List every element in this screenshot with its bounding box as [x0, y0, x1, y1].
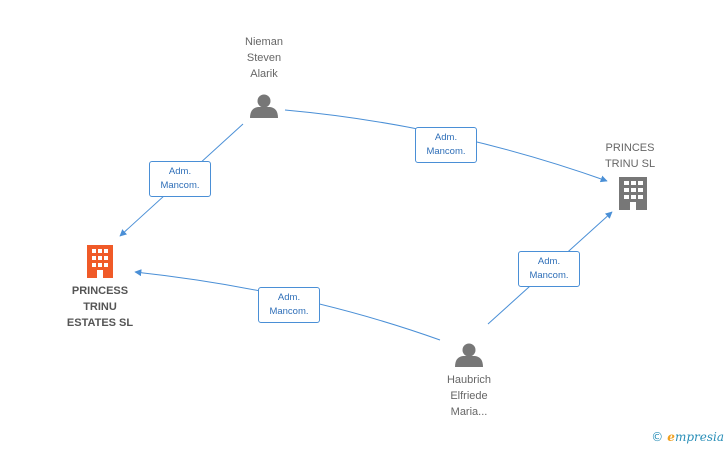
copyright-symbol: ©	[651, 430, 664, 444]
node-label-haubrich[interactable]: Haubrich Elfriede Maria...	[446, 374, 492, 418]
edge-label: Adm. Mancom.	[258, 287, 320, 323]
person-icon	[250, 94, 278, 118]
edge-label: Adm. Mancom.	[149, 161, 211, 197]
building-icon	[619, 177, 647, 210]
node-label-nieman[interactable]: Nieman Steven Alarik	[245, 36, 283, 80]
building-icon	[87, 245, 113, 278]
edge-label: Adm. Mancom.	[518, 251, 580, 287]
brand-logo-text: mpresia	[674, 430, 724, 444]
node-label-princess-trinu-estates[interactable]: PRINCESS TRINU ESTATES SL	[66, 285, 134, 329]
edge-label: Adm. Mancom.	[415, 127, 477, 163]
brand-logo-e: e	[667, 430, 675, 444]
node-label-princes-trinu[interactable]: PRINCES TRINU SL	[604, 142, 656, 170]
brand-logo: ©empresia	[651, 430, 724, 444]
person-icon	[455, 343, 483, 367]
